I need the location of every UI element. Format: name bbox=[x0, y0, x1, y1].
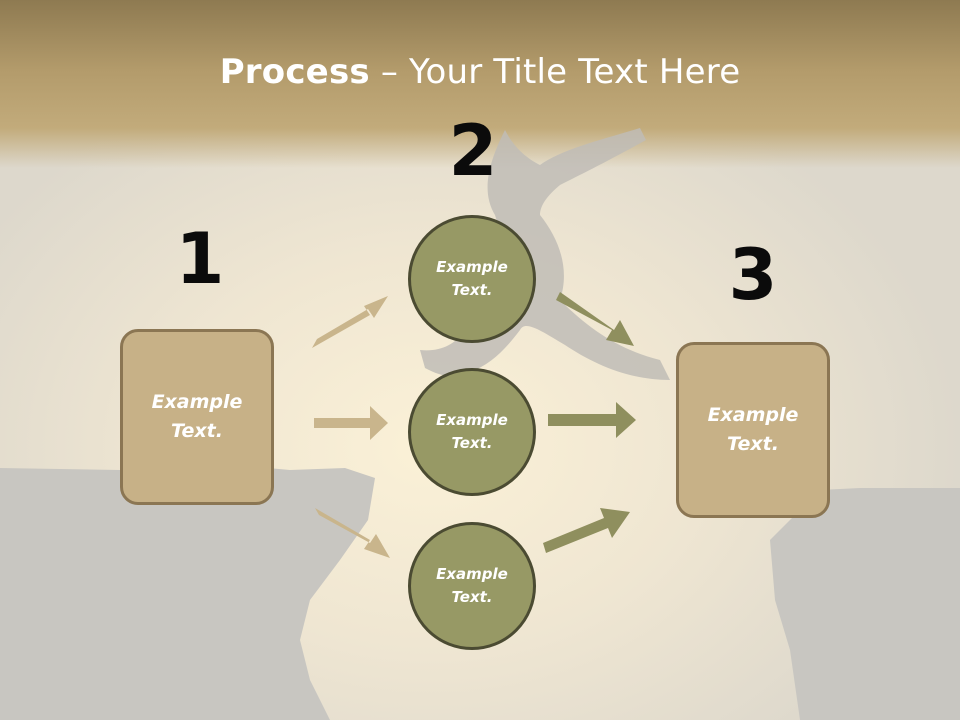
left-cliff-silhouette bbox=[0, 462, 375, 720]
circle-top-text: Example Text. bbox=[436, 258, 508, 299]
step-3-box: Example Text. bbox=[676, 342, 830, 518]
step-2-circle-middle: Example Text. bbox=[408, 368, 536, 496]
arrow-box1-to-circle-middle bbox=[314, 406, 388, 440]
step-1-box: Example Text. bbox=[120, 329, 274, 505]
step-number-1: 1 bbox=[175, 218, 225, 300]
header-fade bbox=[0, 128, 960, 168]
step-number-2: 2 bbox=[448, 110, 498, 192]
step-3-box-text: Example Text. bbox=[707, 404, 799, 455]
arrow-box1-to-circle-bottom bbox=[315, 508, 390, 558]
slide-title: Process – Your Title Text Here bbox=[0, 52, 960, 92]
right-cliff-silhouette bbox=[770, 488, 960, 720]
arrow-circle-bottom-to-box3 bbox=[543, 508, 630, 553]
arrow-circle-middle-to-box3 bbox=[548, 402, 636, 438]
title-rest: – Your Title Text Here bbox=[369, 52, 741, 92]
step-2-circle-bottom: Example Text. bbox=[408, 522, 536, 650]
step-2-circle-top: Example Text. bbox=[408, 215, 536, 343]
step-1-box-text: Example Text. bbox=[151, 391, 243, 442]
arrow-box1-to-circle-top bbox=[312, 296, 388, 348]
circle-bottom-text: Example Text. bbox=[436, 565, 508, 606]
arrow-circle-top-to-box3 bbox=[556, 292, 634, 346]
step-number-3: 3 bbox=[728, 234, 778, 316]
circle-middle-text: Example Text. bbox=[436, 411, 508, 452]
title-bold: Process bbox=[219, 52, 370, 92]
title-header-band bbox=[0, 0, 960, 128]
